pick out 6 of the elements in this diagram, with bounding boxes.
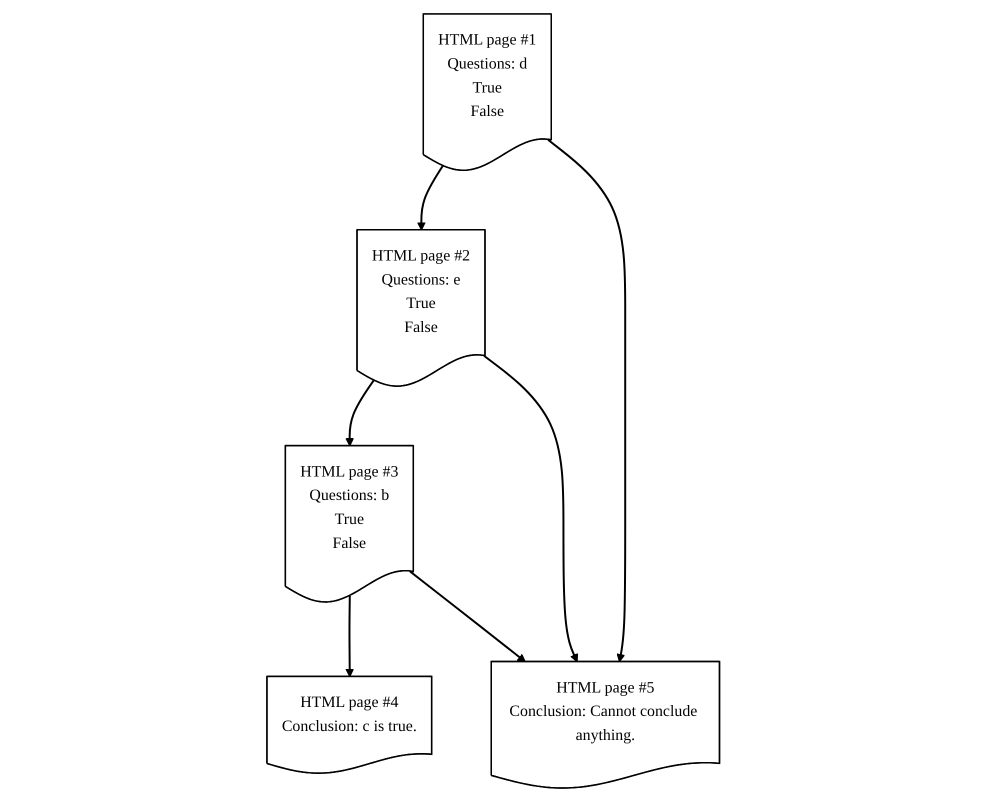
arrow [346,379,375,446]
arrow [484,354,578,662]
arrow [346,596,354,677]
arrow [410,570,526,662]
arrow [548,138,626,662]
arrow [417,164,444,230]
